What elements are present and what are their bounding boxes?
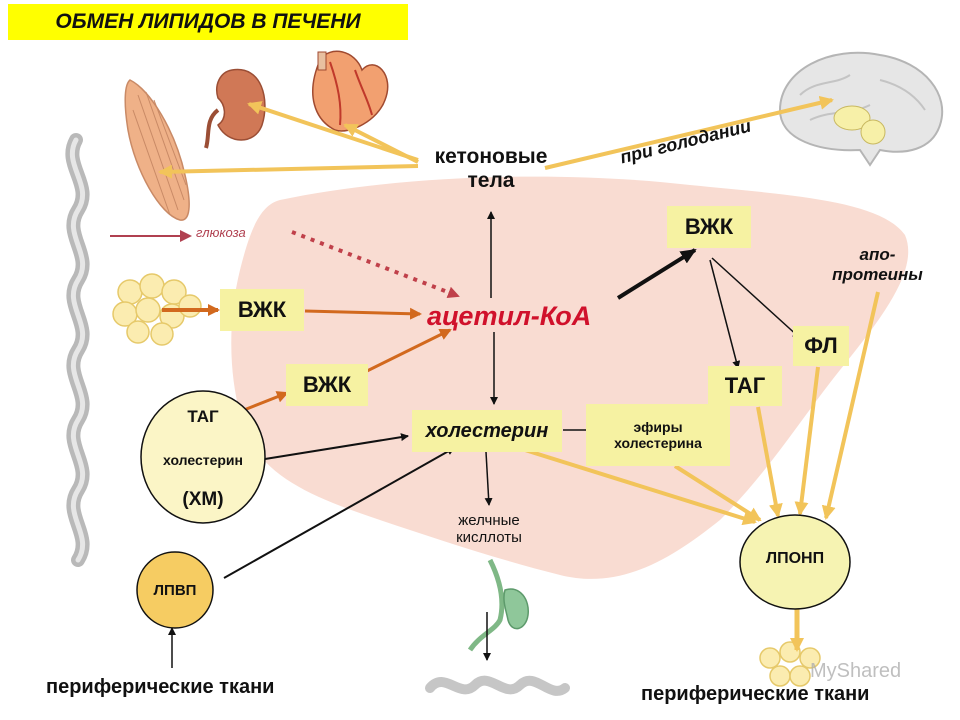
ffa-box-lower: ВЖК (286, 364, 368, 406)
muscle-icon (124, 79, 190, 221)
bile-acids-label: желчные кисллоты (456, 512, 522, 547)
acetyl-coa-label: ацетил-КоА (427, 301, 592, 331)
watermark: MyShared (810, 660, 902, 682)
page-title: ОБМЕН ЛИПИДОВ В ПЕЧЕНИ (8, 4, 408, 40)
hm-name-label: (ХМ) (182, 489, 224, 510)
gallbladder-icon (467, 558, 529, 652)
cholesterol-esters-box: эфиры холестерина (586, 404, 730, 466)
adipose-icon (112, 273, 202, 346)
hm-cholesterol-label: холестерин (163, 452, 243, 468)
ffa-box-right: ВЖК (667, 206, 751, 248)
vldl-label: ЛПОНП (765, 550, 825, 567)
brain-icon (778, 51, 944, 167)
heart-icon (312, 50, 389, 132)
kidney-icon (204, 68, 266, 149)
cholesterol-box: холестерин (412, 410, 562, 452)
peripheral-tissues-left: периферические ткани (46, 676, 275, 698)
phospholipid-box: ФЛ (793, 326, 849, 366)
vldl-circle (739, 514, 851, 610)
hm-circle (140, 390, 266, 524)
ffa-box-left: ВЖК (220, 289, 304, 331)
hdl-circle (136, 551, 214, 629)
glucose-label: глюкоза (196, 225, 246, 240)
apoproteins-label: апо- протеины (832, 245, 923, 284)
peripheral-tissues-right: периферические ткани (641, 683, 870, 705)
intestine-icon (425, 675, 570, 696)
hdl-label: ЛПВП (153, 582, 197, 599)
hm-tag-label: ТАГ (187, 407, 219, 426)
ketone-bodies-label: кетоновые тела (434, 145, 548, 193)
tag-box: ТАГ (708, 366, 782, 406)
